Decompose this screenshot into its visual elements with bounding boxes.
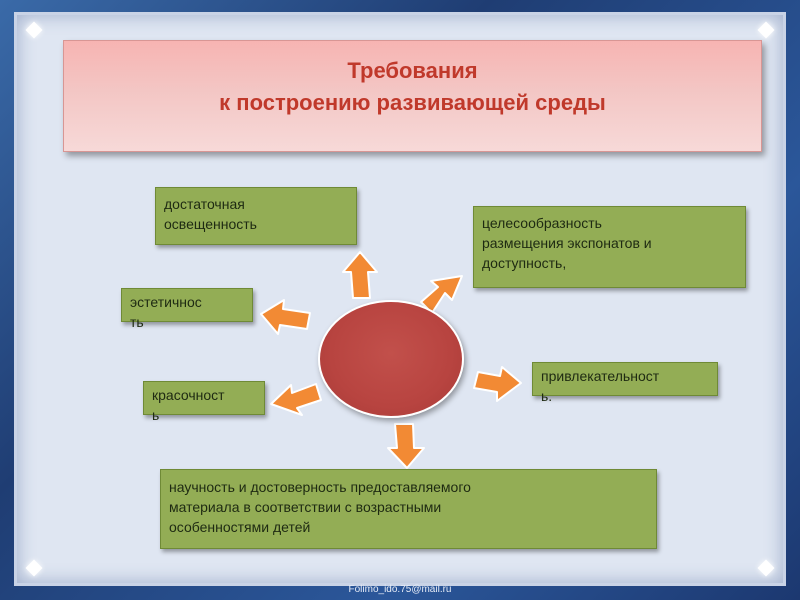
box-text-overflow-line: ь. (541, 388, 553, 404)
box-text-line: привлекательност (541, 368, 660, 384)
arrow-down-icon (387, 423, 425, 469)
box-text-line: особенностями детей (169, 519, 311, 535)
box-scientific: научность и достоверность предоставляемо… (160, 469, 657, 549)
center-circle (318, 300, 464, 418)
box-text-overflow-line: ть (130, 314, 144, 330)
title-line-1: Требования (347, 58, 478, 83)
box-text-line: размещения экспонатов и (482, 235, 652, 251)
box-text-line: освещенность (164, 216, 257, 232)
footer-email: Folimo_ido.75@mail.ru (348, 584, 452, 595)
arrow-up-icon (342, 251, 378, 299)
box-text-line: достаточная (164, 196, 245, 212)
box-expedience: целесообразность размещения экспонатов и… (473, 206, 746, 288)
box-text-line: красочност (152, 387, 225, 403)
box-text-overflow-line: ь (152, 407, 160, 423)
box-aesthetic: эстетичнос ть (121, 288, 253, 330)
arrow-left-icon (260, 299, 311, 335)
box-lighting: достаточная освещенность (155, 187, 357, 245)
box-colorful: красочност ь (143, 381, 265, 423)
box-text-line: научность и достоверность предоставляемо… (169, 479, 471, 495)
box-text-line: эстетичнос (130, 294, 202, 310)
box-text-line: материала в соответствии с возрастными (169, 499, 442, 515)
box-text-line: доступность, (482, 255, 567, 271)
title-banner: Требования к построению развивающей сред… (63, 40, 762, 152)
box-attractiveness: привлекательност ь. (532, 362, 718, 404)
title-line-2: к построению развивающей среды (219, 90, 606, 115)
arrow-left-down-icon (270, 383, 322, 416)
arrow-right-icon (473, 366, 522, 402)
box-text-line: целесообразность (482, 215, 602, 231)
